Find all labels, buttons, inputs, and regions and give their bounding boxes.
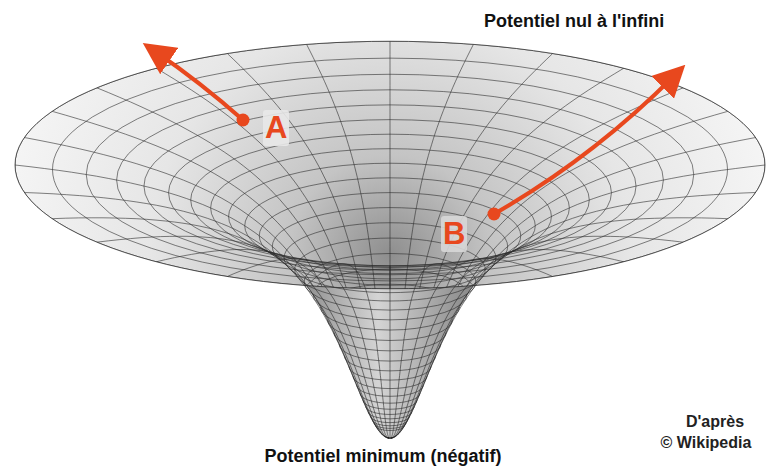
source-note: © Wikipedia <box>661 434 752 452</box>
grid-meridian <box>391 263 492 438</box>
grid-meridian <box>391 236 683 438</box>
grid-meridian <box>391 193 756 438</box>
outer-grid <box>259 236 521 439</box>
grid-meridian <box>97 88 389 438</box>
grid-meridian <box>273 255 389 438</box>
trajectory-arrow <box>494 76 674 214</box>
grid-meridian <box>390 259 552 439</box>
grid-meridian <box>309 270 389 438</box>
body-dot <box>488 208 501 221</box>
grid-meridian <box>390 279 391 438</box>
grid-meridian <box>390 54 552 438</box>
source-note: D'après <box>686 413 744 431</box>
grid-meridian <box>391 270 471 438</box>
grid-meridian <box>391 255 507 438</box>
grid-meridian <box>391 111 728 437</box>
grid-meridian <box>52 218 389 438</box>
grid-meridian <box>15 165 389 438</box>
grid-meridian <box>390 41 391 437</box>
grid-meridian <box>52 111 389 437</box>
grid-meridian <box>334 275 390 438</box>
grid-meridian <box>391 250 624 439</box>
body-letter: B <box>441 216 467 252</box>
grid-meridian <box>391 68 624 437</box>
grid-meridian <box>289 263 390 438</box>
grid-meridian <box>24 193 389 438</box>
grid-meridian <box>264 246 390 438</box>
grid-meridian <box>307 44 390 437</box>
grid-meridian <box>227 259 389 439</box>
grid-meridian <box>390 275 446 438</box>
minimum-potential-label: Potentiel minimum (négatif) <box>265 446 502 467</box>
body-letter: A <box>263 110 289 146</box>
body-dot <box>237 114 250 127</box>
grid-ring <box>259 236 521 279</box>
inner-grid <box>15 41 765 438</box>
grid-meridian <box>390 278 419 438</box>
grid-meridian <box>156 250 389 439</box>
grid-meridian <box>391 165 765 438</box>
grid-meridian <box>156 68 389 437</box>
grid-meridian <box>97 236 389 438</box>
trajectory-arrow <box>156 52 243 120</box>
grid-meridian <box>391 246 517 438</box>
grid-meridian <box>227 54 389 438</box>
zero-potential-label: Potentiel nul à l'infini <box>484 11 664 32</box>
grid-meridian <box>390 266 391 439</box>
grid-meridian <box>391 88 683 438</box>
grid-meridian <box>390 44 473 437</box>
